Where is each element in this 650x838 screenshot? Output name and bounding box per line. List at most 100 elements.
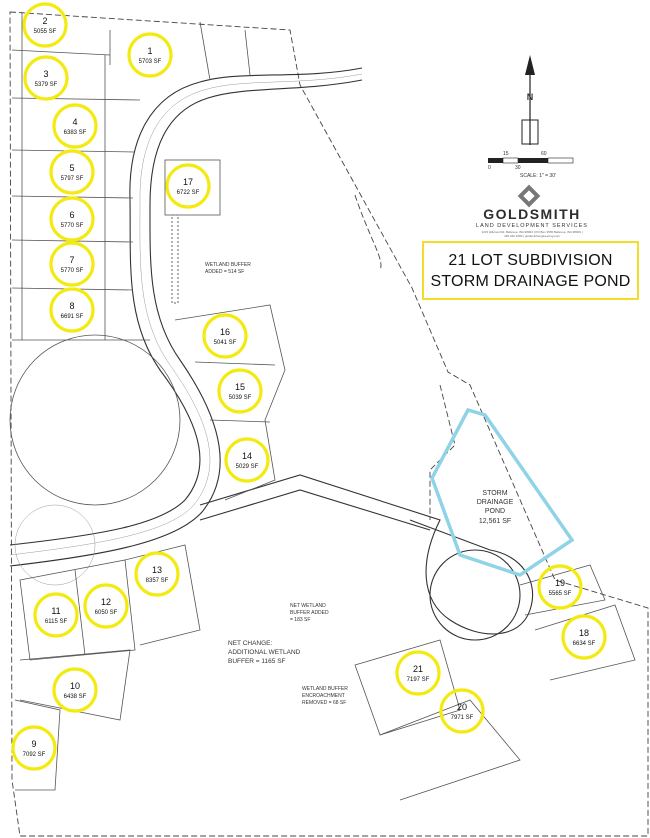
lot-6-marker[interactable]: 6 5770 SF: [49, 196, 95, 242]
note-encroachment-1: WETLAND BUFFER: [302, 686, 348, 692]
goldsmith-logo: GOLDSMITH LAND DEVELOPMENT SERVICES 1215…: [472, 186, 592, 238]
wetland-buffer-strip: [171, 214, 179, 304]
property-boundary: [9, 11, 649, 837]
brand-name: GOLDSMITH: [483, 206, 581, 222]
scale-tick-30: 30: [515, 165, 521, 171]
scale-tick-0: 0: [488, 165, 491, 171]
road-centerline: [9, 73, 363, 556]
open-space-area: [9, 334, 181, 506]
lot-18-area: 6634 SF: [573, 641, 596, 647]
lot-21-area: 7197 SF: [407, 677, 430, 683]
scale-label: SCALE: 1" = 30': [520, 173, 556, 179]
lot-3-number: 3: [43, 69, 48, 79]
lot-19-area: 5565 SF: [549, 591, 572, 597]
note-encroachment-3: REMOVED = 68 SF: [302, 700, 346, 706]
lot-17-marker[interactable]: 17 6722 SF: [165, 163, 211, 209]
lot-3-marker[interactable]: 3 5379 SF: [23, 55, 69, 101]
note-net-change-2: ADDITIONAL WETLAND: [228, 649, 301, 656]
lot-18-marker[interactable]: 18 6634 SF: [561, 614, 607, 660]
note-buffer-added-1: WETLAND BUFFER: [205, 262, 251, 268]
lot-1-number: 1: [147, 46, 152, 56]
scale-bar: 0 15 30 60 SCALE: 1" = 30': [488, 151, 574, 179]
lot-lines-east: [174, 304, 286, 501]
lot-13-area: 8357 SF: [146, 578, 169, 584]
brand-subtitle: LAND DEVELOPMENT SERVICES: [476, 223, 588, 229]
lot-9-marker[interactable]: 9 7092 SF: [11, 725, 57, 771]
lot-7-number: 7: [69, 255, 74, 265]
lot-12-number: 12: [101, 597, 111, 607]
storm-drainage-pond: [430, 407, 575, 577]
lot-9-number: 9: [31, 739, 36, 749]
note-encroachment-2: ENCROACHMENT: [302, 693, 345, 699]
title-line-1: 21 LOT SUBDIVISION: [448, 251, 613, 269]
lot-17-area: 6722 SF: [177, 190, 200, 196]
lot-15-area: 5039 SF: [229, 395, 252, 401]
north-label: N: [527, 92, 534, 102]
lot-6-number: 6: [69, 210, 74, 220]
lot-3-area: 5379 SF: [35, 82, 58, 88]
cul-de-sac-road: [199, 474, 534, 635]
cul-de-sac-bulb: [429, 549, 521, 641]
lot-14-number: 14: [242, 451, 252, 461]
title-box: 21 LOT SUBDIVISION STORM DRAINAGE POND: [422, 241, 639, 300]
lot-17-outline: [164, 159, 221, 216]
lot-10-number: 10: [70, 681, 80, 691]
lot-13-marker[interactable]: 13 8357 SF: [134, 551, 180, 597]
access-drive: [199, 489, 431, 531]
lot-11-number: 11: [51, 606, 60, 616]
scale-tick-60: 60: [541, 151, 547, 157]
lot-lines-southeast: [354, 564, 636, 801]
lot-4-marker[interactable]: 4 6383 SF: [52, 103, 98, 149]
lot-6-area: 5770 SF: [61, 223, 84, 229]
lot-12-area: 6050 SF: [95, 610, 118, 616]
pond-label-line1: STORM: [482, 490, 507, 497]
brand-address: 1215 Hillcrest Rd. Bellevue, WA 98004 | …: [481, 230, 583, 238]
lot-13-number: 13: [152, 565, 162, 575]
note-buffer-added-2: ADDED = 514 SF: [205, 269, 244, 275]
lot-1-area: 5703 SF: [139, 59, 162, 65]
note-net-wetland-3: = 183 SF: [290, 617, 310, 623]
lot-17-number: 17: [183, 177, 193, 187]
lot-4-area: 6383 SF: [64, 130, 87, 136]
wetland-edge-south: [429, 384, 456, 520]
note-net-change-1: NET CHANGE:: [228, 640, 272, 647]
lot-7-area: 5770 SF: [61, 268, 84, 274]
lot-15-number: 15: [235, 382, 245, 392]
road-edge-inner: [9, 79, 363, 567]
note-net-change-3: BUFFER = 1165 SF: [228, 658, 286, 665]
lot-20-number: 20: [457, 702, 467, 712]
lot-15-marker[interactable]: 15 5039 SF: [217, 368, 263, 414]
north-arrow: N: [521, 55, 539, 145]
lot-10-area: 6438 SF: [64, 694, 87, 700]
lot-18-number: 18: [579, 628, 589, 638]
note-net-wetland-1: NET WETLAND: [290, 603, 326, 609]
lot-10-marker[interactable]: 10 6438 SF: [52, 667, 98, 713]
lot-4-number: 4: [72, 117, 77, 127]
lot-5-number: 5: [69, 163, 74, 173]
road-edge-outer: [9, 67, 363, 546]
note-net-wetland-2: BUFFER ADDED: [290, 610, 329, 616]
wetland-edge: [354, 194, 382, 271]
lot-11-area: 6115 SF: [45, 619, 68, 625]
lot-9-area: 7092 SF: [23, 752, 46, 758]
lot-7-marker[interactable]: 7 5770 SF: [49, 241, 95, 287]
lot-16-area: 5041 SF: [214, 340, 237, 346]
lot-14-area: 5029 SF: [236, 464, 259, 470]
lot-12-marker[interactable]: 12 6050 SF: [83, 583, 129, 629]
open-space-bulb: [14, 504, 96, 586]
lot-16-marker[interactable]: 16 5041 SF: [202, 313, 248, 359]
pond-area: 12,561 SF: [479, 518, 511, 525]
lot-16-number: 16: [220, 327, 230, 337]
scale-tick-15: 15: [503, 151, 509, 157]
lot-8-number: 8: [69, 301, 74, 311]
lot-11-marker[interactable]: 11 6115 SF: [33, 592, 79, 638]
lot-1-marker[interactable]: 1 5703 SF: [127, 32, 173, 78]
lot-14-marker[interactable]: 14 5029 SF: [224, 437, 270, 483]
